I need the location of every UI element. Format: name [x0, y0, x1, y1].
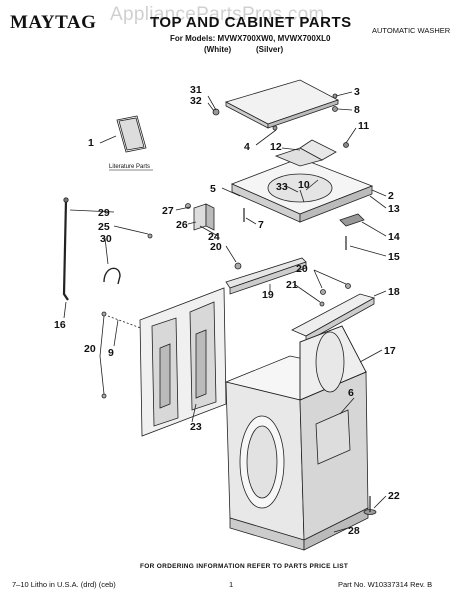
page-title: TOP AND CABINET PARTS [150, 14, 352, 31]
litho-info: 7–10 Litho in U.S.A. (drd) (ceb) [12, 580, 116, 589]
ordering-note: FOR ORDERING INFORMATION REFER TO PARTS … [140, 563, 349, 570]
callout-33: 33 [276, 181, 288, 193]
callout-1: 1 [88, 137, 94, 149]
brand-logo: MAYTAG [10, 12, 97, 33]
callout-4: 4 [244, 141, 250, 153]
callout-7: 7 [258, 219, 264, 231]
callout-19: 19 [262, 289, 274, 301]
top-frame [230, 139, 374, 223]
finish-white-label: (White) [204, 45, 232, 54]
watermark: AppliancePartsPros.com [110, 4, 325, 25]
finish-silver-label: (Silver) [256, 45, 284, 54]
callout-31: 31 [190, 84, 202, 96]
callout-23: 23 [190, 421, 202, 433]
callout-29: 29 [98, 207, 110, 219]
appliance-category: AUTOMATIC WASHER [372, 26, 451, 35]
callout-26: 26 [176, 219, 188, 231]
washer-cabinet [224, 325, 369, 541]
part-number: Part No. W10337314 Rev. B [338, 580, 433, 589]
callout-5: 5 [210, 183, 216, 195]
callout-12: 12 [270, 141, 282, 153]
callout-9: 9 [108, 347, 114, 359]
page-number: 1 [229, 580, 234, 589]
callout-27: 27 [162, 205, 174, 217]
callout-25: 25 [98, 221, 110, 233]
callout-17: 17 [384, 345, 396, 357]
callout-6: 6 [348, 387, 354, 399]
callout-14: 14 [388, 231, 400, 243]
callout-32: 32 [190, 95, 202, 107]
front-rail [225, 257, 307, 295]
callout-20: 20 [296, 263, 308, 275]
callout-15: 15 [388, 251, 400, 263]
callout-20: 20 [210, 241, 222, 253]
callout-22: 22 [388, 490, 400, 502]
callout-10: 10 [298, 179, 310, 191]
trim-piece [339, 213, 365, 227]
rear-panel [139, 287, 227, 437]
washer-lid [224, 79, 340, 129]
callout-30: 30 [100, 233, 112, 245]
callout-2: 2 [388, 190, 394, 202]
callout-16: 16 [54, 319, 66, 331]
callout-28: 28 [348, 525, 360, 537]
models-subtitle: For Models: MVWX700XW0, MVWX700XL0 [170, 34, 331, 43]
callout-8: 8 [354, 104, 360, 116]
literature-booklet [116, 115, 147, 153]
callout-21: 21 [286, 279, 298, 291]
callout-24: 24 [208, 231, 220, 243]
callout-3: 3 [354, 86, 360, 98]
console-bracket [291, 293, 376, 343]
hinge-bracket [193, 203, 215, 231]
callout-20: 20 [84, 343, 96, 355]
callout-11: 11 [358, 120, 369, 132]
callout-13: 13 [388, 203, 400, 215]
literature-parts-label: Literature Parts [109, 164, 150, 170]
cabinet-base [229, 507, 369, 551]
callout-18: 18 [388, 286, 400, 298]
